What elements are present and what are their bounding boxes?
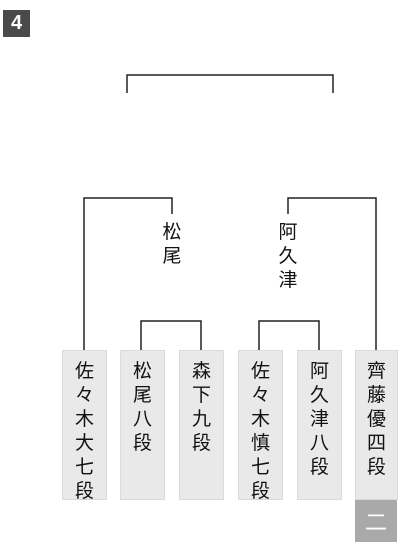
left-semifinal-winner: 松尾: [162, 221, 182, 267]
right-first-round-line: [258, 320, 320, 350]
player-card[interactable]: 佐々木慎七段: [238, 350, 283, 502]
final-bracket-line: [126, 74, 334, 93]
player-card[interactable]: 齊藤優四段: [355, 350, 398, 500]
player-name: 齊藤優四段: [366, 360, 386, 478]
right-semifinal-winner: 阿久津: [278, 221, 298, 291]
player-name: 森下九段: [191, 360, 211, 454]
player-card[interactable]: 佐々木大七段: [62, 350, 107, 502]
round-number-badge: 4: [3, 10, 30, 37]
left-first-round-line: [140, 320, 202, 350]
player-name: 松尾八段: [132, 360, 152, 454]
left-semifinal-line: [83, 197, 173, 350]
player-card[interactable]: 阿久津八段: [297, 350, 342, 500]
player-name: 阿久津八段: [309, 360, 329, 478]
right-semifinal-line: [287, 197, 377, 350]
player-card[interactable]: 森下九段: [179, 350, 224, 500]
player-name: 佐々木大七段: [74, 360, 94, 502]
player-card[interactable]: 松尾八段: [120, 350, 165, 500]
rank-badge: 二: [355, 500, 397, 542]
player-name: 佐々木慎七段: [250, 360, 270, 502]
